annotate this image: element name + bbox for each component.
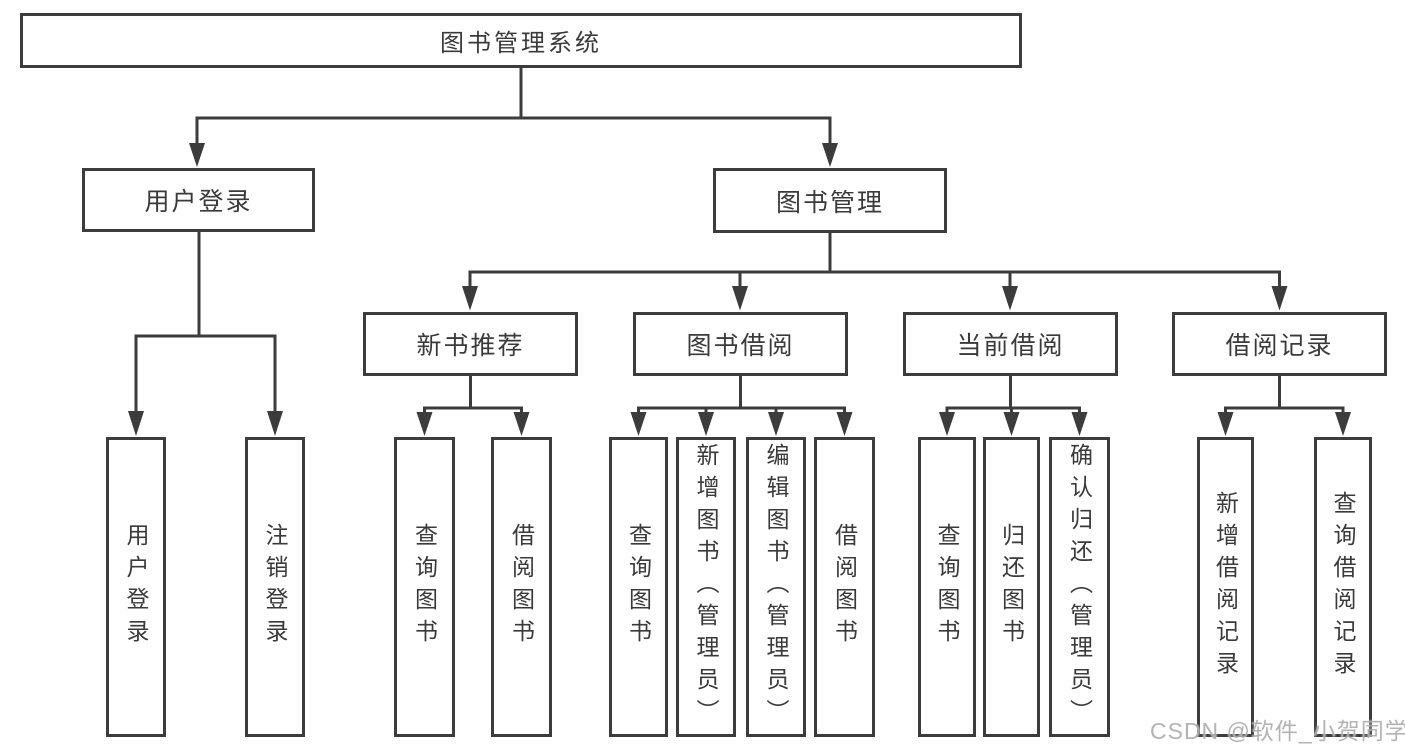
node-book-management: 图书管理 xyxy=(713,168,947,233)
node-library-management-system: 图书管理系统 xyxy=(20,13,1022,68)
leaf-borrow-books-borrow: 借阅图书 xyxy=(814,437,875,737)
leaf-confirm-return-admin: 确认归还（管理员） xyxy=(1049,437,1110,737)
arrowheads xyxy=(128,143,1351,436)
connector-path xyxy=(134,67,1345,414)
node-current-borrow: 当前借阅 xyxy=(903,312,1118,376)
node-book-borrow: 图书借阅 xyxy=(633,312,848,376)
leaf-query-books-borrow: 查询图书 xyxy=(609,437,668,737)
leaf-user-login: 用户登录 xyxy=(106,437,166,737)
node-new-book-recommend: 新书推荐 xyxy=(363,312,578,376)
leaf-add-book-admin: 新增图书（管理员） xyxy=(676,437,736,737)
leaf-add-borrow-record: 新增借阅记录 xyxy=(1197,437,1254,737)
leaf-edit-book-admin: 编辑图书（管理员） xyxy=(746,437,806,737)
node-borrow-records: 借阅记录 xyxy=(1172,312,1387,376)
leaf-query-books-current: 查询图书 xyxy=(918,437,976,737)
leaf-query-books-newbooks: 查询图书 xyxy=(394,437,455,737)
leaf-return-books: 归还图书 xyxy=(983,437,1040,737)
node-user-login: 用户登录 xyxy=(82,168,315,232)
leaf-query-borrow-record: 查询借阅记录 xyxy=(1314,437,1372,737)
watermark: CSDN @软件_小贺同学 xyxy=(1150,718,1405,744)
leaf-logout: 注销登录 xyxy=(245,437,305,737)
leaf-borrow-books-newbooks: 借阅图书 xyxy=(491,437,552,737)
